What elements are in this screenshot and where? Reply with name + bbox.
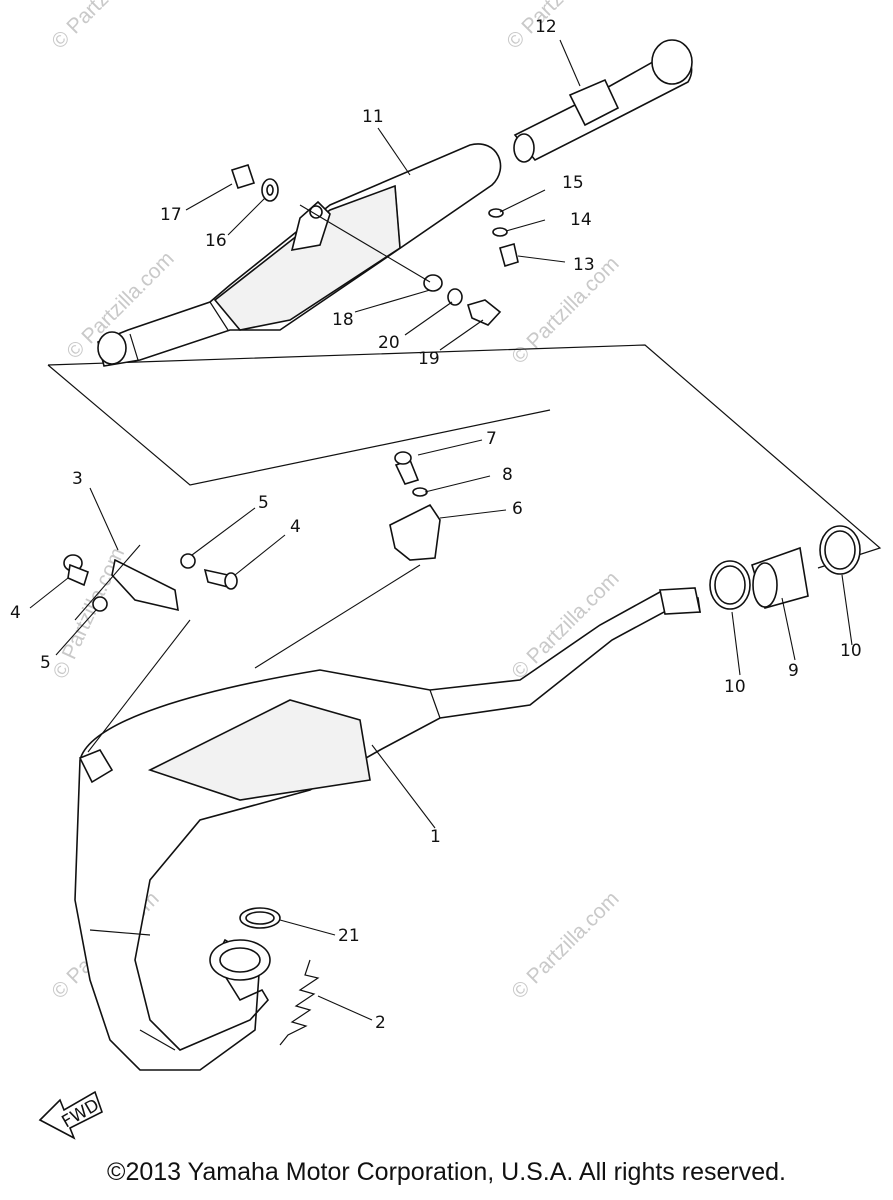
- upper-small-parts: [230, 164, 519, 326]
- leader-lines: [29, 39, 853, 1021]
- expansion-chamber: [74, 587, 701, 1071]
- forward-arrow: FWD: [38, 1090, 103, 1140]
- group-outline-lower: [47, 364, 551, 486]
- callout-13: 13: [573, 255, 595, 275]
- watermark: © Partzilla.com: [47, 0, 163, 54]
- callout-18: 18: [332, 310, 354, 330]
- callout-7: 7: [486, 429, 497, 449]
- joint-parts: [709, 525, 861, 610]
- watermark: © Partzilla.com: [507, 252, 623, 368]
- callout-15: 15: [562, 173, 584, 193]
- callout-5-top: 5: [258, 493, 269, 513]
- callout-20: 20: [378, 333, 400, 353]
- callout-19: 19: [418, 349, 440, 369]
- callout-16: 16: [205, 231, 227, 251]
- callout-3: 3: [72, 469, 83, 489]
- callout-17: 17: [160, 205, 182, 225]
- callout-6: 6: [512, 499, 523, 519]
- callout-4-left: 4: [10, 603, 21, 623]
- callout-10-left: 10: [724, 677, 746, 697]
- spring-gasket: [239, 907, 320, 1046]
- callout-10-right: 10: [840, 641, 862, 661]
- exploded-parts-diagram: © Partzilla.com © Partzilla.com © Partzi…: [10, 0, 882, 1140]
- callout-21: 21: [338, 926, 360, 946]
- callout-8: 8: [502, 465, 513, 485]
- callout-1: 1: [430, 827, 441, 847]
- callout-numbers: 11 12 15 14 13 17 16 18 20 19 3 5 4 4 5 …: [10, 17, 862, 1033]
- tail-pipe: [513, 39, 693, 163]
- callout-5-bottom: 5: [40, 653, 51, 673]
- callout-12: 12: [535, 17, 557, 37]
- callout-4-right: 4: [290, 517, 301, 537]
- silencer: [97, 143, 502, 367]
- copyright-notice: ©2013 Yamaha Motor Corporation, U.S.A. A…: [107, 1158, 786, 1186]
- callout-14: 14: [570, 210, 592, 230]
- bracket-parts: [63, 553, 238, 612]
- group-outline: [47, 344, 882, 569]
- watermark: © Partzilla.com: [502, 0, 618, 54]
- callout-11: 11: [362, 107, 384, 127]
- watermark: © Partzilla.com: [507, 887, 623, 1003]
- callout-2: 2: [375, 1013, 386, 1033]
- callout-9: 9: [788, 661, 799, 681]
- mount-parts: [389, 451, 441, 561]
